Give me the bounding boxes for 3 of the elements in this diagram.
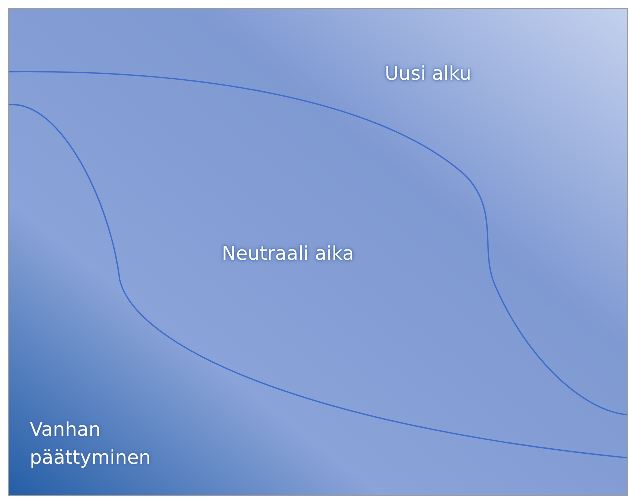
region-label: Uusi alku (385, 60, 472, 88)
region-label: Vanhan päättyminen (30, 416, 190, 472)
region-label: Neutraali aika (222, 240, 354, 268)
